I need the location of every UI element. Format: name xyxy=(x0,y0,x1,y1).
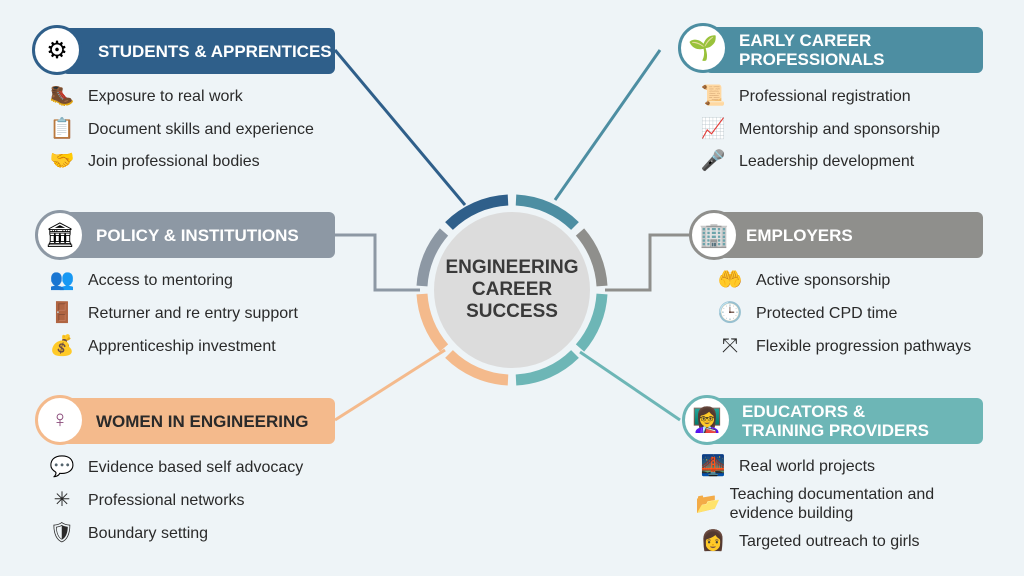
branching-arrows-icon: ⤧ xyxy=(722,335,738,357)
list-item: 👩 Targeted outreach to girls xyxy=(695,530,920,552)
teacher-board-icon: 👩‍🏫 xyxy=(682,395,732,445)
chat-chart-icon: 💬 xyxy=(49,456,75,478)
item-label: Teaching documentation and evidence buil… xyxy=(729,486,935,522)
educators-title: TRAINING PROVIDERS xyxy=(742,421,930,440)
item-label: Access to mentoring xyxy=(88,272,233,289)
list-item: ✳ Professional networks xyxy=(44,489,245,511)
list-item: 👥 Access to mentoring xyxy=(44,269,233,291)
item-label: Returner and re entry support xyxy=(88,305,298,322)
clipboard-icon: 📋 xyxy=(49,118,75,140)
policy-title: POLICY & INSTITUTIONS xyxy=(96,225,299,245)
item-label: Join professional bodies xyxy=(88,153,260,170)
item-label: Boundary setting xyxy=(88,525,209,542)
early-title: EARLY CAREER xyxy=(739,31,872,50)
women-title: WOMEN IN ENGINEERING xyxy=(96,411,309,431)
sponsorship-icon: 🤲 xyxy=(717,269,743,291)
educators-title: EDUCATORS & xyxy=(742,402,866,421)
list-item: 🚪 Returner and re entry support xyxy=(44,302,298,324)
list-item: 🤲 Active sponsorship xyxy=(712,269,891,291)
item-label: Apprenticeship investment xyxy=(88,338,276,355)
employers-header: EMPLOYERS xyxy=(712,212,983,258)
mentoring-icon: 👥 xyxy=(49,269,75,291)
door-icon: 🚪 xyxy=(49,302,75,324)
handshake-icon: 🤝 xyxy=(49,150,75,172)
item-label: Protected CPD time xyxy=(756,305,898,322)
item-label: Exposure to real work xyxy=(88,88,243,105)
money-bag-icon: 💰 xyxy=(49,335,75,357)
list-item: 💰 Apprenticeship investment xyxy=(44,335,276,357)
list-item: 📂 Teaching documentation and evidence bui… xyxy=(695,485,975,523)
students-title: STUDENTS & APPRENTICES xyxy=(98,41,332,61)
list-item: 💬 Evidence based self advocacy xyxy=(44,456,304,478)
item-label: Professional networks xyxy=(88,492,245,509)
network-icon: ✳ xyxy=(53,489,71,511)
shield-icon: 🛡 xyxy=(49,522,75,544)
list-item: 🤝 Join professional bodies xyxy=(44,150,260,172)
students-header: STUDENTS & APPRENTICES xyxy=(62,28,335,74)
folder-icon: 📂 xyxy=(695,492,721,515)
item-label: Flexible progression pathways xyxy=(756,338,972,355)
list-item: 🛡 Boundary setting xyxy=(44,522,209,544)
girls-outreach-icon: 👩 xyxy=(700,530,726,552)
seedling-icon: 🌱 xyxy=(678,23,728,73)
center-title-line: ENGINEERING xyxy=(445,257,579,278)
list-item: 🕒 Protected CPD time xyxy=(712,302,898,324)
women-header: WOMEN IN ENGINEERING xyxy=(62,398,335,444)
educators-header: EDUCATORS &TRAINING PROVIDERS xyxy=(708,398,983,444)
list-item: 🎤 Leadership development xyxy=(695,150,915,172)
list-item: 🥾 Exposure to real work xyxy=(44,85,243,107)
list-item: 📈 Mentorship and sponsorship xyxy=(695,118,941,140)
certificate-icon: 📜 xyxy=(700,85,726,107)
center-title-line: SUCCESS xyxy=(466,301,558,322)
policy-header: POLICY & INSTITUTIONS xyxy=(62,212,335,258)
mentorship-icon: 📈 xyxy=(700,118,726,140)
institution-icon: 🏛 xyxy=(35,210,85,260)
item-label: Active sponsorship xyxy=(756,272,891,289)
item-label: Professional registration xyxy=(739,88,911,105)
podium-icon: 🎤 xyxy=(700,150,726,172)
boots-icon: 🥾 xyxy=(49,85,75,107)
item-label: Leadership development xyxy=(739,153,915,170)
list-item: 📋 Document skills and experience xyxy=(44,118,314,140)
center-title-line: CAREER xyxy=(471,279,553,300)
employers-title: EMPLOYERS xyxy=(746,225,853,245)
item-label: Mentorship and sponsorship xyxy=(739,121,941,138)
early-title: PROFESSIONALS xyxy=(739,50,885,69)
clock-shield-icon: 🕒 xyxy=(717,302,743,324)
item-label: Targeted outreach to girls xyxy=(739,533,920,550)
list-item: 📜 Professional registration xyxy=(695,85,911,107)
item-label: Document skills and experience xyxy=(88,121,314,138)
item-label: Evidence based self advocacy xyxy=(88,459,304,476)
list-item: 🌉 Real world projects xyxy=(695,455,876,477)
list-item: ⤧ Flexible progression pathways xyxy=(712,335,972,357)
female-engineer-icon: ♀ xyxy=(35,395,85,445)
building-growth-icon: 🏢 xyxy=(689,210,739,260)
item-label: Real world projects xyxy=(739,458,876,475)
bridge-icon: 🌉 xyxy=(700,455,726,477)
gear-book-icon: ⚙ xyxy=(32,25,82,75)
